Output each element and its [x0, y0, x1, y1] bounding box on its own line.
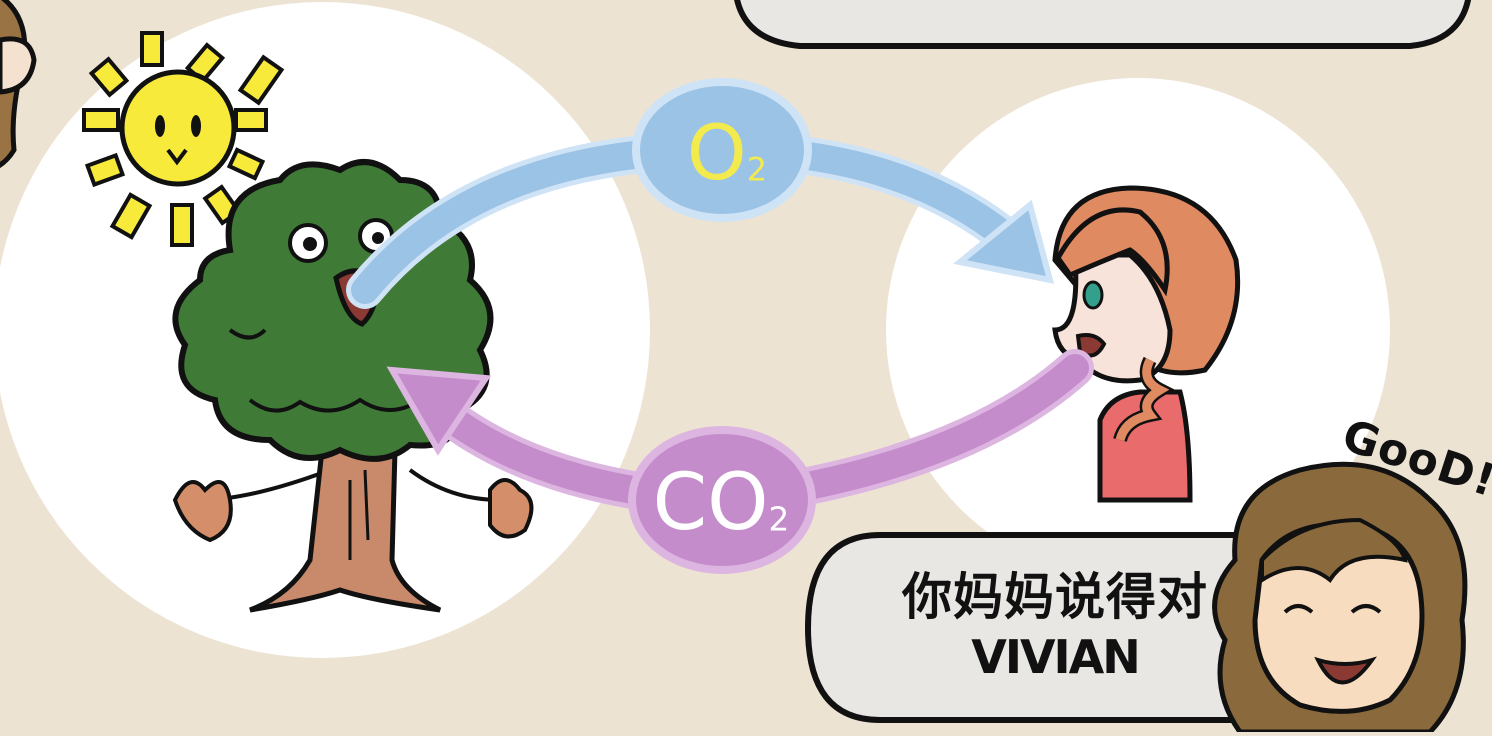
o2-label-subscript: 2	[746, 150, 768, 189]
girl-icon	[1052, 185, 1241, 503]
co2-arrow	[386, 349, 1094, 574]
speech-bubble-line1: 你妈妈说得对	[902, 568, 1208, 626]
co2-label-text: CO	[652, 458, 769, 548]
partial-character-left	[0, 0, 37, 169]
co2-label: CO2	[646, 458, 796, 548]
o2-label: O2	[672, 108, 782, 197]
grandmother-icon	[1212, 461, 1468, 735]
top-speech-bubble	[734, 0, 1472, 49]
top-speech-bubble-text-fragment: ▔▔▔▔▔ ▔▔▔ ▔▔▔	[944, 0, 1274, 15]
co2-label-subscript: 2	[768, 500, 790, 539]
speech-bubble-text: 你妈妈说得对 VIVIAN	[860, 566, 1250, 686]
speech-bubble-line2: VIVIAN	[971, 629, 1141, 684]
sun-icon	[82, 31, 285, 247]
o2-label-text: O	[686, 108, 747, 197]
o2-arrow	[346, 78, 1055, 309]
